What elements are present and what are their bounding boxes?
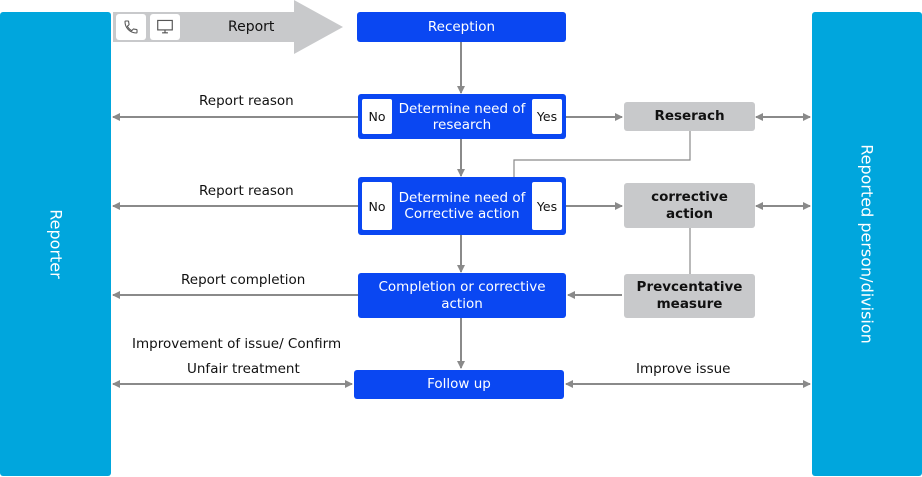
follow-up-box: Follow up [354, 370, 564, 399]
reception-box: Reception [357, 12, 566, 42]
preventative-measure-box: Prevcentative measure [624, 274, 755, 318]
corrective-decision-box: No Determine need of Corrective action Y… [358, 177, 566, 235]
corrective-yes-option: Yes [532, 182, 562, 230]
report-reason-label-1: Report reason [199, 93, 294, 109]
report-reason-label-2: Report reason [199, 183, 294, 199]
research-box: Reserach [624, 102, 755, 131]
completion-box: Completion or corrective action [358, 273, 566, 318]
improve-issue-label: Improve issue [636, 361, 731, 377]
research-decision-text: Determine need of research [398, 100, 526, 133]
reporter-panel: Reporter [0, 12, 111, 476]
research-yes-option: Yes [532, 99, 562, 134]
research-decision-box: No Determine need of research Yes [358, 94, 566, 139]
corrective-no-option: No [362, 182, 392, 230]
corrective-action-box: corrective action [624, 183, 755, 228]
contact-channels [116, 14, 180, 40]
corrective-decision-text: Determine need of Corrective action [398, 190, 526, 222]
unfair-treatment-label: Unfair treatment [187, 361, 300, 377]
monitor-icon [150, 14, 180, 40]
research-no-option: No [362, 99, 392, 134]
reported-division-panel: Reported person/division [812, 12, 922, 476]
improvement-confirm-label: Improvement of issue/ Confirm [132, 336, 342, 352]
report-banner-label: Report [228, 19, 275, 35]
report-banner-arrow [113, 0, 343, 54]
report-completion-label: Report completion [181, 272, 306, 288]
phone-icon [116, 14, 146, 40]
